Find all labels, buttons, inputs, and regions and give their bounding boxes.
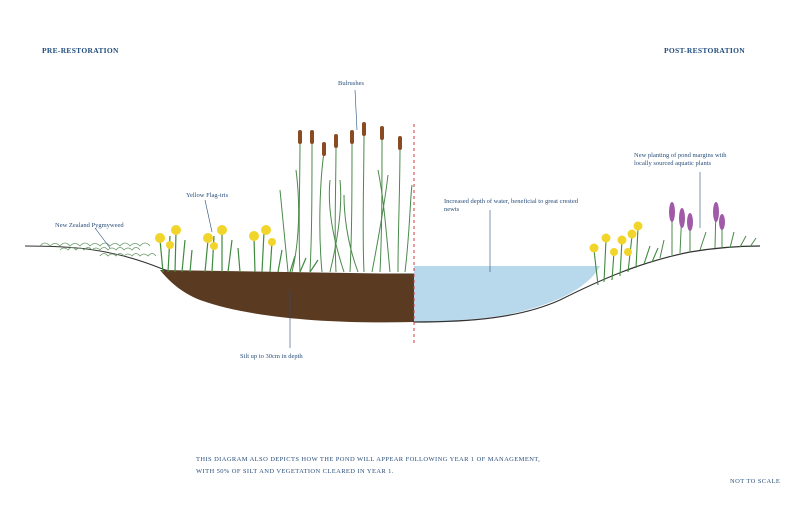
planting-label: New planting of pond margins with locall… — [634, 152, 727, 168]
diagram-caption: THIS DIAGRAM ALSO DEPICTS HOW THE POND W… — [196, 454, 540, 478]
water-body — [414, 266, 600, 322]
caption-line-1: THIS DIAGRAM ALSO DEPICTS HOW THE POND W… — [196, 456, 541, 463]
loosestrife-plants — [659, 202, 757, 259]
right-pond-bed — [413, 245, 761, 323]
margin-iris-plants — [589, 221, 659, 286]
pygmyweed-plants — [39, 242, 157, 257]
caption-line-2: WITH 50% OF SILT AND VEGETATION CLEARED … — [196, 468, 394, 475]
bulrush-plants — [279, 122, 413, 273]
planting-label-line1: New planting of pond margins with — [634, 152, 727, 159]
planting-label-line2: locally sourced aquatic plants — [634, 160, 712, 167]
silt-label: Silt up to 30cm in depth — [240, 353, 303, 360]
water-depth-label: Increased depth of water, beneficial to … — [444, 198, 579, 213]
post-restoration-heading: POST-RESTORATION — [664, 46, 745, 55]
not-to-scale-note: NOT TO SCALE — [730, 478, 781, 485]
pygmyweed-leader — [94, 227, 111, 249]
bulrushes-label: Bulrushes — [338, 80, 364, 87]
bulrush-leader — [354, 89, 358, 131]
flag-iris-leader — [204, 199, 213, 233]
pygmyweed-label: New Zealand Pygmyweed — [55, 222, 124, 229]
silt-layer — [160, 270, 414, 323]
left-bank-ground — [24, 245, 414, 275]
pre-restoration-heading: PRE-RESTORATION — [42, 46, 119, 55]
flag-iris-plants — [155, 225, 319, 273]
flag-iris-label: Yellow Flag-iris — [186, 192, 229, 199]
